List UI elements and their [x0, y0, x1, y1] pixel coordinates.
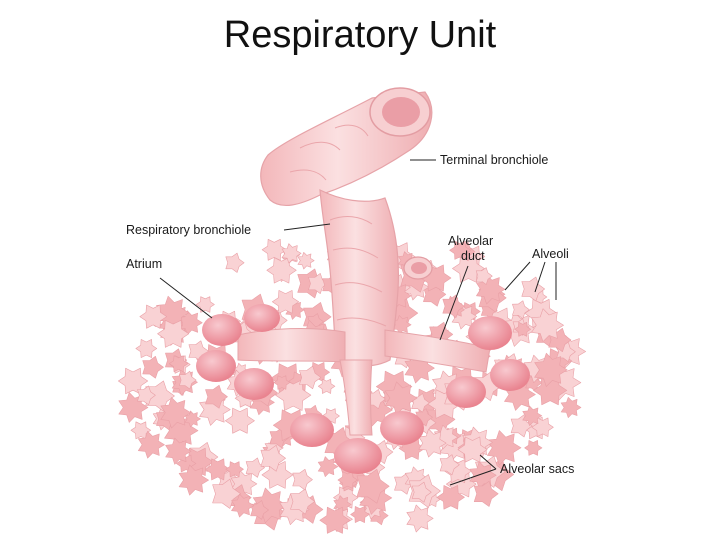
alveolus-blob: [136, 339, 157, 357]
terminal-bronchiole: [261, 88, 432, 205]
alveolus-blob: [226, 253, 244, 272]
alveolus-blob: [293, 469, 313, 490]
label-alveolar-duct-line2: duct: [461, 249, 485, 263]
alveolus-blob: [407, 505, 433, 532]
alveolus-blob: [561, 397, 581, 417]
leader-respiratory-bronchiole: [284, 224, 330, 230]
alveolus-blob: [196, 297, 214, 313]
label-terminal-bronchiole: Terminal bronchiole: [440, 153, 548, 167]
alveolus-blob: [225, 408, 254, 433]
alveolus-blob: [267, 258, 297, 284]
label-atrium: Atrium: [126, 257, 162, 271]
alveolus-blob: [298, 252, 314, 269]
alveolus-blob: [525, 440, 542, 455]
label-respiratory-bronchiole: Respiratory bronchiole: [126, 223, 251, 237]
label-alveolar-sacs: Alveolar sacs: [500, 462, 574, 476]
label-alveolar-duct-line1: Alveolar: [448, 234, 493, 248]
label-alveoli: Alveoli: [532, 247, 569, 261]
alveolus-blob: [143, 356, 164, 378]
alveolus-blob: [318, 379, 335, 393]
